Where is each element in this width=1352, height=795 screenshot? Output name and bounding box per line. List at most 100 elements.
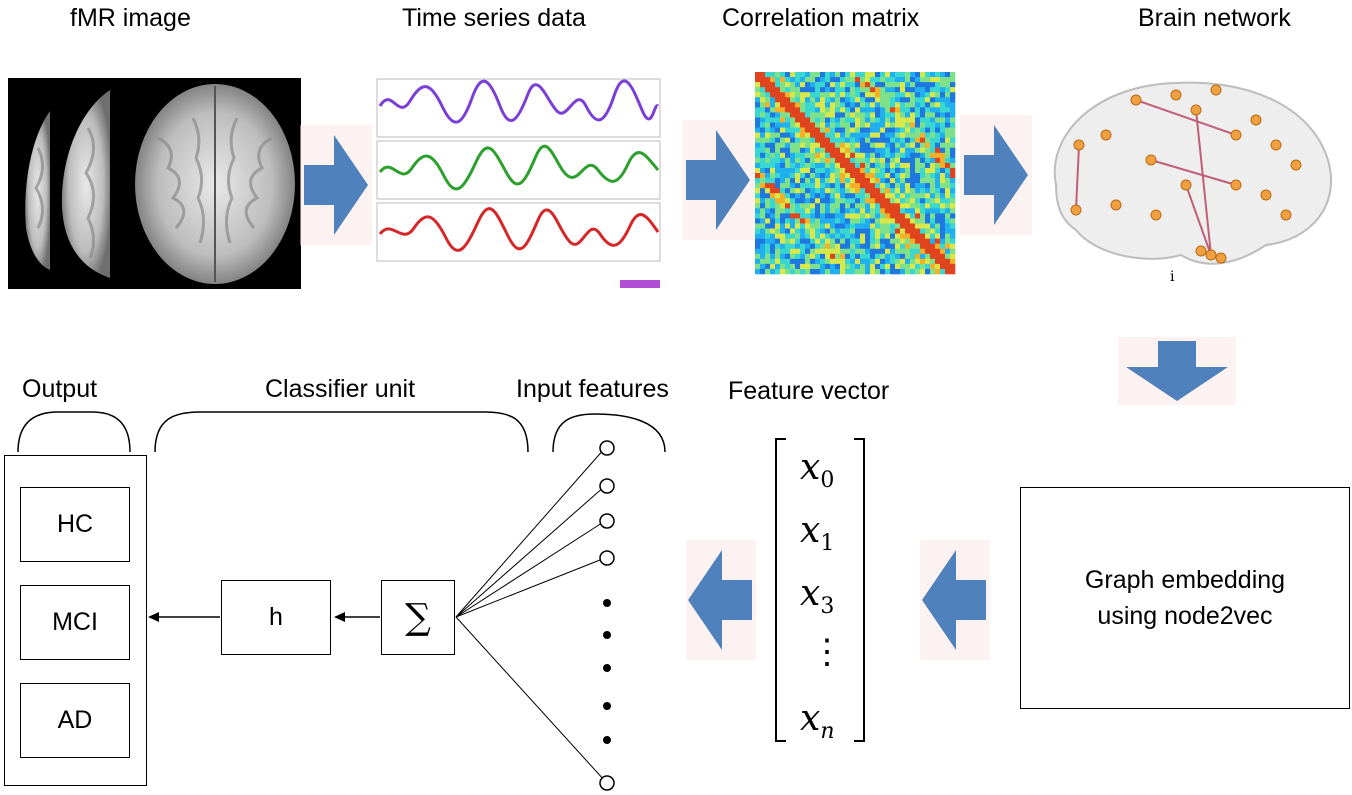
corr-cell: [825, 248, 831, 255]
corr-cell: [870, 253, 876, 260]
corr-cell: [875, 117, 881, 123]
corr-cell: [815, 258, 821, 265]
corr-cell: [880, 198, 886, 204]
corr-cell: [830, 122, 836, 128]
corr-cell: [845, 167, 851, 174]
corr-cell: [880, 127, 886, 133]
corr-cell: [910, 223, 916, 229]
corr-cell: [830, 193, 836, 199]
corr-cell: [805, 213, 811, 219]
corr-cell: [910, 167, 916, 174]
corr-cell: [815, 243, 821, 250]
corr-cell: [885, 213, 891, 219]
corr-cell: [765, 223, 771, 229]
corr-cell: [905, 157, 911, 164]
corr-cell: [810, 112, 816, 118]
corr-cell: [910, 82, 916, 88]
corr-cell: [850, 198, 856, 204]
corr-cell: [770, 147, 776, 154]
corr-cell: [905, 218, 911, 224]
corr-cell: [880, 173, 886, 179]
corr-cell: [825, 82, 831, 88]
corr-cell: [870, 173, 876, 179]
corr-cell: [755, 173, 761, 179]
corr-cell: [900, 213, 906, 219]
corr-cell: [875, 92, 881, 98]
corr-cell: [830, 223, 836, 229]
corr-cell: [865, 213, 871, 219]
corr-cell: [785, 208, 791, 214]
corr-cell: [950, 107, 956, 113]
corr-cell: [770, 97, 776, 103]
corr-cell: [935, 203, 941, 209]
corr-cell: [925, 263, 931, 270]
corr-cell: [870, 268, 876, 275]
corr-cell: [830, 268, 836, 275]
corr-cell: [765, 157, 771, 164]
corr-cell: [835, 92, 841, 98]
corr-cell: [845, 223, 851, 229]
corr-cell: [885, 218, 891, 224]
classifier-brace: [154, 411, 529, 453]
corr-cell: [775, 77, 781, 83]
corr-cell: [890, 132, 896, 138]
corr-cell: [890, 137, 896, 143]
corr-cell: [830, 77, 836, 83]
corr-cell: [870, 157, 876, 164]
corr-cell: [925, 188, 931, 194]
corr-cell: [825, 268, 831, 275]
corr-cell: [775, 127, 781, 133]
corr-cell: [945, 218, 951, 224]
corr-cell: [865, 208, 871, 214]
corr-cell: [825, 132, 831, 138]
corr-cell: [925, 92, 931, 98]
corr-cell: [905, 243, 911, 250]
corr-cell: [915, 238, 921, 244]
corr-cell: [945, 178, 951, 184]
corr-cell: [755, 82, 761, 88]
corr-cell: [850, 102, 856, 108]
corr-cell: [940, 213, 946, 219]
corr-cell: [825, 157, 831, 164]
corr-cell: [855, 137, 861, 143]
corr-cell: [890, 72, 896, 78]
corr-cell: [930, 198, 936, 204]
corr-cell: [865, 253, 871, 260]
corr-cell: [760, 233, 766, 239]
corr-cell: [800, 132, 806, 138]
corr-cell: [935, 218, 941, 224]
corr-cell: [805, 77, 811, 83]
corr-cell: [805, 258, 811, 265]
corr-cell: [860, 173, 866, 179]
corr-cell: [835, 87, 841, 93]
corr-cell: [875, 248, 881, 255]
corr-cell: [760, 157, 766, 164]
corr-cell: [760, 82, 766, 88]
corr-cell: [810, 243, 816, 250]
corr-cell: [810, 82, 816, 88]
corr-cell: [785, 258, 791, 265]
corr-cell: [880, 132, 886, 138]
corr-cell: [830, 218, 836, 224]
output-label: Output: [22, 375, 98, 403]
corr-cell: [765, 87, 771, 93]
corr-cell: [910, 233, 916, 239]
corr-cell: [850, 82, 856, 88]
corr-cell: [835, 162, 841, 169]
corr-cell: [820, 132, 826, 138]
corr-cell: [835, 102, 841, 108]
corr-cell: [905, 112, 911, 118]
corr-cell: [755, 193, 761, 199]
corr-cell: [810, 223, 816, 229]
corr-cell: [830, 82, 836, 88]
corr-cell: [855, 188, 861, 194]
corr-cell: [875, 97, 881, 103]
corr-cell: [900, 263, 906, 270]
corr-cell: [865, 193, 871, 199]
corr-cell: [915, 92, 921, 98]
corr-cell: [780, 107, 786, 113]
corr-cell: [940, 243, 946, 250]
corr-cell: [900, 223, 906, 229]
corr-cell: [860, 208, 866, 214]
corr-cell: [945, 162, 951, 169]
